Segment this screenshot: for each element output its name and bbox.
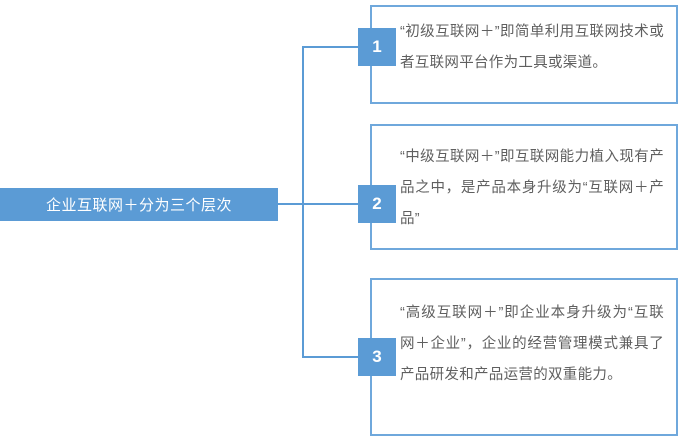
branch-card-1-text: “初级互联网＋”即简单利用互联网技术或者互联网平台作为工具或渠道。 [400, 24, 664, 71]
branch-badge-1-number: 1 [372, 37, 382, 56]
branch-badge-1[interactable]: 1 [358, 28, 396, 66]
connector-branch-2 [302, 203, 358, 205]
branch-badge-3-number: 3 [372, 347, 382, 366]
root-node-label: 企业互联网＋分为三个层次 [45, 197, 232, 214]
branch-card-1[interactable]: “初级互联网＋”即简单利用互联网技术或者互联网平台作为工具或渠道。 [370, 5, 678, 104]
root-node[interactable]: 企业互联网＋分为三个层次 [0, 188, 278, 221]
connector-branch-1 [302, 46, 358, 48]
branch-card-3-text: “高级互联网＋”即企业本身升级为“互联网＋企业”，企业的经营管理模式兼具了产品研… [400, 305, 664, 383]
branch-badge-2-number: 2 [372, 194, 382, 213]
branch-card-3[interactable]: “高级互联网＋”即企业本身升级为“互联网＋企业”，企业的经营管理模式兼具了产品研… [370, 278, 678, 436]
connector-branch-3 [302, 356, 358, 358]
branch-card-2[interactable]: “中级互联网＋”即互联网能力植入现有产品之中，是产品本身升级为“互联网＋产品” [370, 124, 678, 250]
branch-badge-3[interactable]: 3 [358, 338, 396, 376]
branch-badge-2[interactable]: 2 [358, 185, 396, 223]
connector-root-stub [278, 203, 304, 205]
branch-card-2-text: “中级互联网＋”即互联网能力植入现有产品之中，是产品本身升级为“互联网＋产品” [400, 149, 664, 227]
connector-trunk [302, 46, 304, 358]
